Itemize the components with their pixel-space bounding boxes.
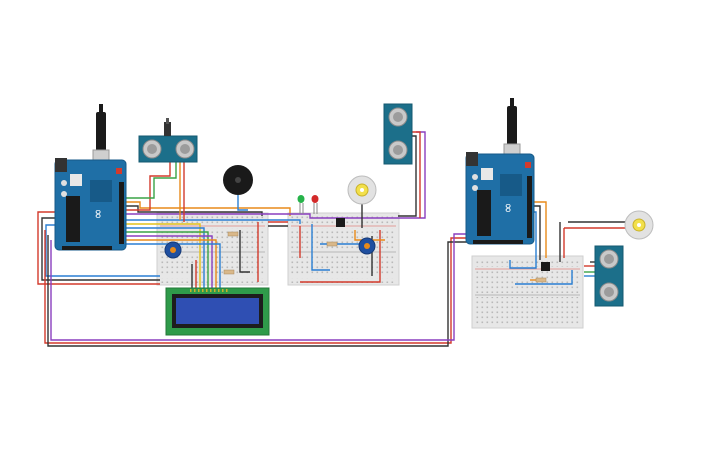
- ultrasonic-sensor-top[interactable]: [383, 103, 413, 165]
- resistor-1[interactable]: [227, 231, 239, 237]
- arduino-logo-right: ∞: [501, 203, 516, 214]
- wire-blue-loop: [45, 224, 160, 277]
- ultrasonic-sensor-right[interactable]: [594, 245, 624, 307]
- wires-left[interactable]: [37, 131, 468, 347]
- resistor-4[interactable]: [535, 277, 547, 283]
- led-red[interactable]: [311, 195, 319, 214]
- usb-cable-left: [96, 112, 106, 152]
- usb-cable-right: [507, 106, 517, 146]
- led-green[interactable]: [297, 195, 305, 214]
- lcd-16x2[interactable]: [165, 287, 270, 336]
- resistor-3[interactable]: [326, 241, 338, 247]
- dc-motor-left[interactable]: [347, 175, 377, 205]
- breadboard-right[interactable]: [471, 255, 584, 329]
- arduino-logo-left: ∞: [91, 209, 106, 220]
- arduino-uno-right[interactable]: ∞: [465, 98, 535, 245]
- wire-blue-1: [124, 219, 301, 224]
- wire-red-loop: [37, 211, 160, 285]
- wire-purple-long: [50, 233, 468, 341]
- transistor-middle[interactable]: [336, 218, 345, 227]
- wire-green-ultra: [124, 160, 177, 199]
- wire-purple-1: [124, 131, 426, 219]
- wire-orange-1: [124, 201, 291, 216]
- wire-red-ultra: [124, 160, 171, 211]
- transistor-right[interactable]: [541, 262, 550, 271]
- wire-black-loop: [41, 217, 160, 281]
- ultrasonic-sensor-left[interactable]: [138, 118, 198, 163]
- wires-right[interactable]: [509, 201, 632, 285]
- wire-red-long: [44, 230, 468, 344]
- potentiometer-left[interactable]: [164, 241, 182, 259]
- arduino-uno-left[interactable]: ∞: [54, 104, 127, 251]
- resistor-2[interactable]: [223, 269, 235, 275]
- piezo-buzzer[interactable]: [223, 165, 253, 195]
- potentiometer-middle[interactable]: [358, 237, 376, 255]
- dc-motor-right[interactable]: [624, 210, 654, 240]
